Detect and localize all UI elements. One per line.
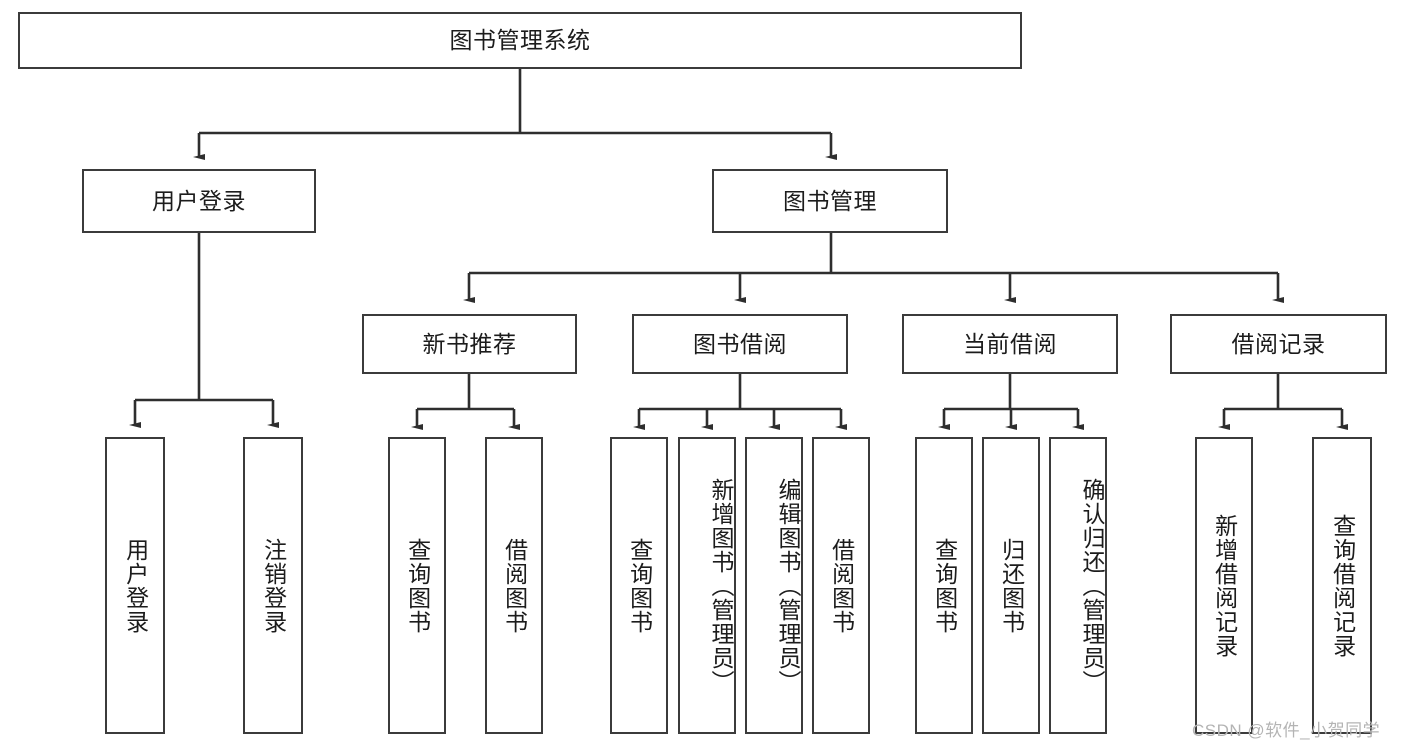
node-new-book-recommend[interactable]: 新书推荐 bbox=[362, 314, 577, 374]
node-leaf-confirm-return[interactable]: 确认归还（管理员） bbox=[1049, 437, 1107, 734]
node-leaf-edit-book[interactable]: 编辑图书（管理员） bbox=[745, 437, 803, 734]
node-user-login[interactable]: 用户登录 bbox=[82, 169, 316, 233]
node-leaf-add-book[interactable]: 新增图书（管理员） bbox=[678, 437, 736, 734]
node-book-manage[interactable]: 图书管理 bbox=[712, 169, 948, 233]
node-leaf-query-book-2[interactable]: 查询图书 bbox=[610, 437, 668, 734]
node-root[interactable]: 图书管理系统 bbox=[18, 12, 1022, 69]
node-leaf-return-book[interactable]: 归还图书 bbox=[982, 437, 1040, 734]
node-leaf-query-record[interactable]: 查询借阅记录 bbox=[1312, 437, 1372, 734]
node-current-borrow[interactable]: 当前借阅 bbox=[902, 314, 1118, 374]
csdn-watermark: CSDN @软件_小贺同学 bbox=[1192, 721, 1381, 740]
node-leaf-user-login[interactable]: 用户登录 bbox=[105, 437, 165, 734]
node-leaf-borrow-book-2[interactable]: 借阅图书 bbox=[812, 437, 870, 734]
node-leaf-add-record[interactable]: 新增借阅记录 bbox=[1195, 437, 1253, 734]
node-leaf-query-book-3[interactable]: 查询图书 bbox=[915, 437, 973, 734]
node-leaf-query-book-1[interactable]: 查询图书 bbox=[388, 437, 446, 734]
node-book-borrow[interactable]: 图书借阅 bbox=[632, 314, 848, 374]
node-borrow-record[interactable]: 借阅记录 bbox=[1170, 314, 1387, 374]
node-leaf-user-logout[interactable]: 注销登录 bbox=[243, 437, 303, 734]
node-leaf-borrow-book-1[interactable]: 借阅图书 bbox=[485, 437, 543, 734]
